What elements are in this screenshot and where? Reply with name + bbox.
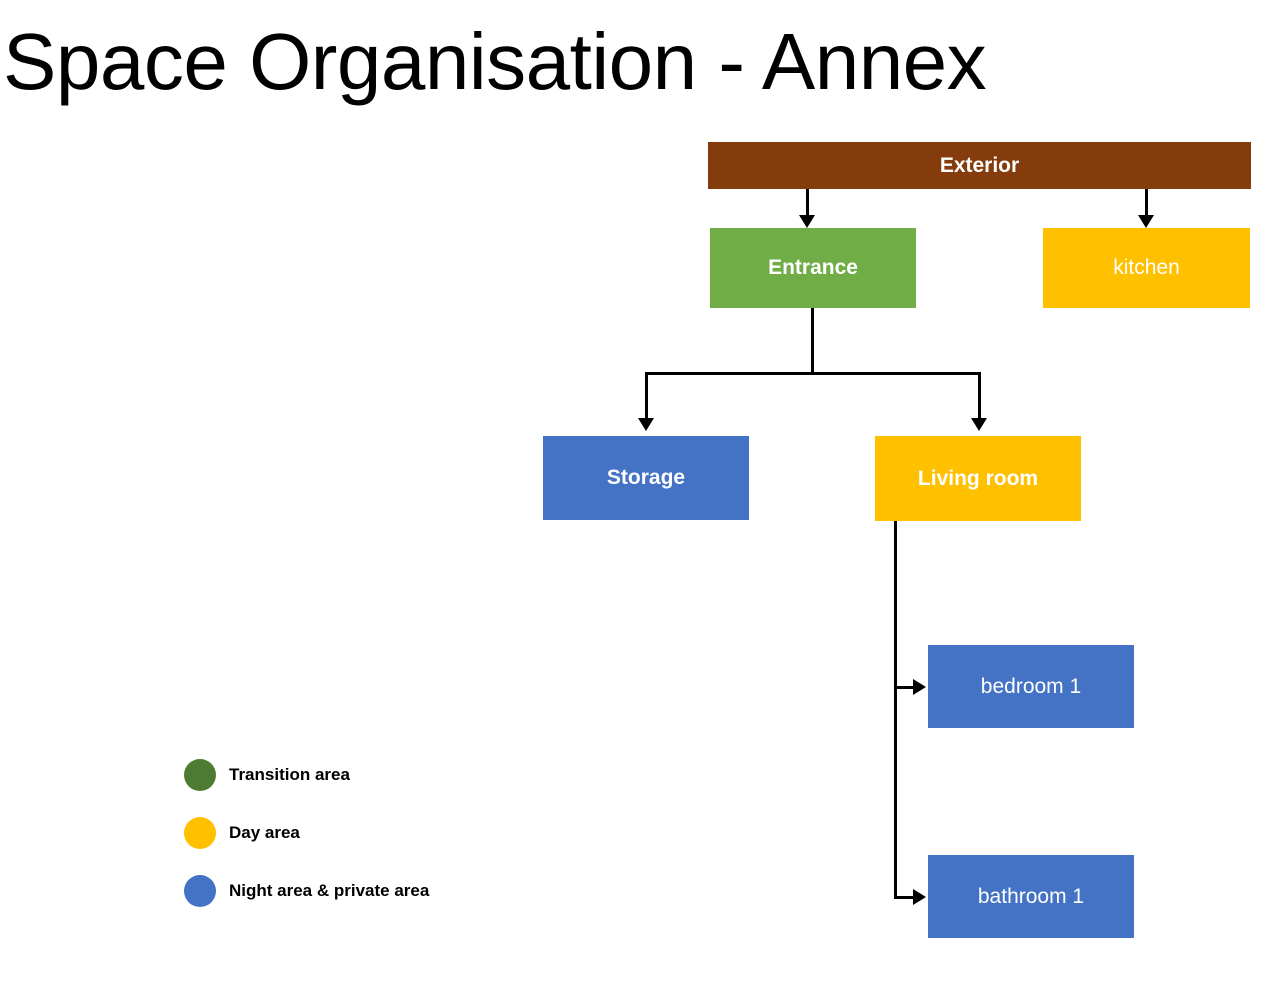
legend-label-night-area: Night area & private area: [229, 881, 430, 900]
edge-living-room-bathroom-line: [894, 896, 915, 899]
node-bedroom-1-label: bedroom 1: [980, 674, 1082, 698]
node-exterior-label: Exterior: [939, 153, 1020, 177]
node-entrance-label: Entrance: [768, 256, 858, 279]
node-kitchen-label: kitchen: [1113, 256, 1180, 279]
node-kitchen[interactable]: kitchen: [1043, 228, 1250, 308]
edge-entrance-split-bar: [645, 372, 981, 375]
legend-swatch-blue-circle-icon: [184, 875, 216, 907]
edge-living-room-bedroom-arrow: [913, 679, 926, 695]
legend-swatch-yellow-circle-icon: [184, 817, 216, 849]
legend-label-day-area: Day area: [229, 823, 300, 842]
node-exterior[interactable]: Exterior: [708, 142, 1251, 189]
legend: Transition area Day area Night area & pr…: [184, 746, 429, 920]
node-bedroom-1[interactable]: bedroom 1: [928, 645, 1134, 728]
edge-entrance-trunk: [811, 308, 814, 375]
edge-living-room-bathroom-arrow: [913, 889, 926, 905]
page-title: Space Organisation - Annex: [3, 17, 987, 106]
edge-exterior-kitchen-line: [1145, 189, 1148, 219]
legend-item-night-area: Night area & private area: [184, 862, 429, 920]
edge-entrance-living-room-arrow: [971, 418, 987, 431]
edge-exterior-entrance-arrow: [799, 215, 815, 228]
legend-item-transition-area: Transition area: [184, 746, 429, 804]
edge-exterior-entrance-line: [806, 189, 809, 219]
node-living-room[interactable]: Living room: [875, 436, 1081, 521]
node-storage-label: Storage: [606, 466, 686, 489]
edge-entrance-living-room-line: [978, 372, 981, 422]
legend-item-day-area: Day area: [184, 804, 429, 862]
legend-label-transition-area: Transition area: [229, 765, 350, 784]
node-bathroom-1-label: bathroom 1: [977, 884, 1085, 908]
edge-exterior-kitchen-arrow: [1138, 215, 1154, 228]
edge-living-room-trunk: [894, 521, 897, 899]
edge-living-room-bedroom-line: [894, 686, 915, 689]
node-living-room-label: Living room: [917, 466, 1039, 490]
node-storage[interactable]: Storage: [543, 436, 749, 520]
node-bathroom-1[interactable]: bathroom 1: [928, 855, 1134, 938]
legend-swatch-green-circle-icon: [184, 759, 216, 791]
edge-entrance-storage-arrow: [638, 418, 654, 431]
edge-entrance-storage-line: [645, 372, 648, 422]
node-entrance[interactable]: Entrance: [710, 228, 916, 308]
